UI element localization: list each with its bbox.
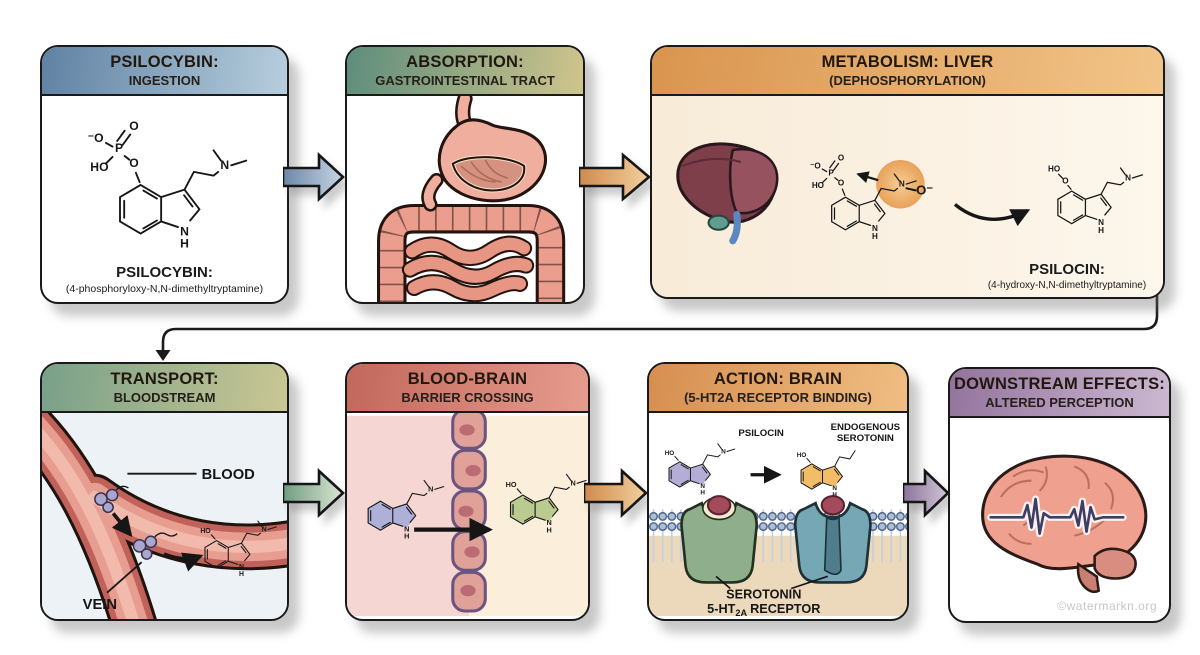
large-intestine-illustration <box>377 204 566 302</box>
caption-title: PSILOCIN: <box>1029 260 1105 278</box>
panel-subtitle: BARRIER CROSSING <box>401 389 534 405</box>
panel-title: PSILOCYBIN: <box>110 53 219 71</box>
receptor-binding-illustration: PSILOCIN ENDOGENOUS SEROTONIN SEROTONIN … <box>649 422 907 618</box>
vein-pointer-line <box>106 561 143 594</box>
caption-title: PSILOCYBIN: <box>116 264 213 282</box>
panel-header: TRANSPORT: BLOODSTREAM <box>42 364 287 414</box>
caption-detail: (4-hydroxy-N,N-dimethyltryptamine) <box>987 279 1147 291</box>
flow-arrow-absorption-to-metabolism <box>579 152 651 202</box>
panel-header: BLOOD-BRAIN BARRIER CROSSING <box>347 364 588 414</box>
serotonin-receptor-psilocin-bound <box>680 495 758 584</box>
receptor-name-prefix: 5-HT <box>707 602 735 616</box>
psilocin-particle-cluster <box>94 485 129 514</box>
psilocin-label: PSILOCIN <box>738 428 784 439</box>
flow-arrow-transport-to-barrier <box>283 468 345 518</box>
panel-transport-bloodstream: TRANSPORT: BLOODSTREAM BLOOD <box>40 362 289 621</box>
cleavage-arrow <box>856 171 879 184</box>
panel-title: METABOLISM: LIVER <box>821 53 994 71</box>
flow-direction-arrow <box>111 512 133 538</box>
panel-subtitle: ALTERED PERCEPTION <box>985 394 1134 410</box>
gi-tract-illustration <box>377 96 566 302</box>
barrier-crossing-illustration <box>347 413 588 617</box>
caption-detail: (4-phosphoryloxy-N,N-dimethyltryptamine) <box>65 282 264 295</box>
panel-header: ACTION: BRAIN (5-HT2A RECEPTOR BINDING) <box>649 364 907 414</box>
eeg-wave <box>987 495 1127 538</box>
receptor-name-subscript: 2A <box>735 608 747 618</box>
blood-label: BLOOD <box>202 467 256 483</box>
panel-subtitle: (5-HT2A RECEPTOR BINDING) <box>684 389 872 405</box>
receptor-name-suffix: RECEPTOR <box>750 602 820 616</box>
receptor-pointer-line <box>715 575 731 590</box>
panel-subtitle: BLOODSTREAM <box>113 389 216 405</box>
watermark: ©watermarkn.org <box>1057 599 1157 613</box>
serotonin-receptor-serotonin-bound <box>793 495 872 584</box>
endothelial-cell-column <box>451 413 487 613</box>
panel-psilocybin-ingestion: PSILOCYBIN: INGESTION PSILOCYBIN: (4-pho… <box>40 45 289 304</box>
receptor-pointer-line <box>790 575 829 590</box>
panel-header: ABSORPTION: GASTROINTESTINAL TRACT <box>347 47 583 97</box>
dephosphorylation-illustration: O⁻ <box>676 142 1144 245</box>
panel-metabolism-liver: METABOLISM: LIVER (DEPHOSPHORYLATION) <box>650 45 1165 299</box>
panel-header: DOWNSTREAM EFFECTS: ALTERED PERCEPTION <box>950 369 1169 419</box>
panel-title: BLOOD-BRAIN <box>407 370 528 388</box>
panel-subtitle: (DEPHOSPHORYLATION) <box>829 72 986 88</box>
molecule-caption: PSILOCIN: (4-hydroxy-N,N-dimethyltryptam… <box>974 261 1160 292</box>
flow-arrow-barrier-to-action <box>584 468 648 518</box>
panel-header: METABOLISM: LIVER (DEPHOSPHORYLATION) <box>652 47 1163 97</box>
brain-illustration <box>981 454 1148 594</box>
panel-title: TRANSPORT: <box>110 370 219 388</box>
n-o-bond <box>905 187 917 192</box>
panel-downstream-effects: DOWNSTREAM EFFECTS: ALTERED PERCEPTION ©… <box>948 367 1171 623</box>
serotonin-molecule <box>796 450 856 500</box>
brainstem <box>1076 562 1101 594</box>
flow-arrow-action-to-effects <box>903 468 950 518</box>
panel-title: ACTION: BRAIN <box>713 370 843 388</box>
down-arrowhead-icon <box>155 350 171 361</box>
psilocin-molecule <box>1047 164 1144 236</box>
panel-subtitle: INGESTION <box>128 72 201 88</box>
psilocybin-molecule <box>86 118 248 252</box>
panel-action-brain-receptor: ACTION: BRAIN (5-HT2A RECEPTOR BINDING) <box>647 362 909 621</box>
endogenous-label-line1: ENDOGENOUS <box>831 422 901 433</box>
blood-vessel-illustration: BLOOD VEIN <box>42 413 287 619</box>
panel-subtitle: GASTROINTESTINAL TRACT <box>375 72 555 88</box>
liver-illustration <box>676 142 779 245</box>
flow-arrow-ingestion-to-absorption <box>283 152 345 202</box>
leaving-o-minus-label: O⁻ <box>916 183 933 198</box>
molecule-caption: PSILOCYBIN: (4-phosphoryloxy-N,N-dimethy… <box>42 264 287 296</box>
panel-title: ABSORPTION: <box>406 53 524 71</box>
psilocin-particle-cluster <box>132 532 178 561</box>
panel-header: PSILOCYBIN: INGESTION <box>42 47 287 97</box>
panel-blood-brain-barrier: BLOOD-BRAIN BARRIER CROSSING <box>345 362 590 621</box>
panel-title: DOWNSTREAM EFFECTS: <box>954 375 1165 393</box>
vein-illustration <box>42 413 287 619</box>
small-intestine-illustration <box>401 235 535 302</box>
cerebellum <box>1093 547 1137 580</box>
stomach-illustration <box>421 96 548 212</box>
brain-eeg-illustration <box>981 454 1148 594</box>
flow-direction-arrow <box>163 552 204 572</box>
reaction-arrow <box>953 203 1031 227</box>
vein-label: VEIN <box>83 597 117 613</box>
psilocin-molecule <box>664 443 736 498</box>
endogenous-label-line2: SEROTONIN <box>837 433 894 444</box>
receptor-caption-line1: SEROTONIN <box>726 588 801 602</box>
panel-absorption-gi-tract: ABSORPTION: GASTROINTESTINAL TRACT <box>345 45 585 304</box>
